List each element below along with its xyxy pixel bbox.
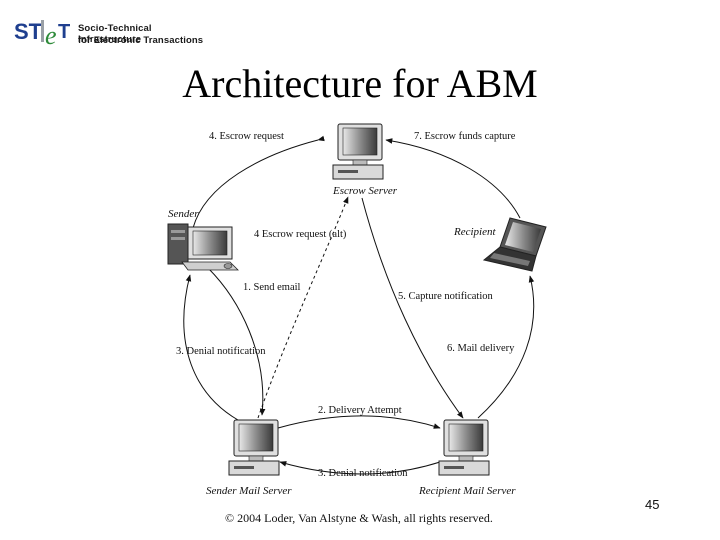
- escrow-server-icon: [332, 123, 384, 180]
- arrow-send-email: [207, 267, 266, 416]
- edge-label-send-email: 1. Send email: [243, 282, 301, 293]
- edge-label-escrow-request: 4. Escrow request: [209, 131, 284, 142]
- recipient-mail-server-label: Recipient Mail Server: [418, 485, 516, 497]
- edge-label-capture-notification: 5. Capture notification: [398, 291, 494, 302]
- stiet-logo: ST e T Socio-Technical Infrastructure fo…: [12, 14, 212, 50]
- logo-line-2: for Electronic Transactions: [78, 35, 204, 46]
- sender-mail-server-icon: [228, 419, 280, 476]
- edge-label-escrow-request-alt: 4 Escrow request (alt): [254, 229, 347, 240]
- arrow-denial-notification-left: [183, 274, 239, 421]
- page-title: Architecture for ABM: [182, 61, 538, 106]
- arrow-delivery-attempt: [277, 415, 441, 429]
- edge-label-escrow-funds-capture: 7. Escrow funds capture: [414, 131, 516, 142]
- arrow-mail-delivery: [477, 275, 535, 419]
- escrow-server-label: Escrow Server: [332, 185, 398, 197]
- edge-label-denial-notification-bottom: 3. Denial notification: [318, 468, 408, 479]
- sender-label: Sender: [168, 208, 199, 220]
- svg-text:T: T: [58, 21, 70, 43]
- copyright-footer: © 2004 Loder, Van Alstyne & Wash, all ri…: [225, 511, 493, 525]
- arrow-capture-notification: [361, 197, 464, 419]
- stiet-logo-mark: ST e T: [14, 19, 70, 50]
- arrow-denial-notification-bottom: [279, 461, 441, 475]
- sender-icon: [167, 223, 239, 271]
- sender-mail-server-label: Sender Mail Server: [206, 485, 292, 497]
- svg-text:ST: ST: [14, 19, 43, 44]
- page-number: 45: [645, 497, 660, 512]
- arrow-escrow-request: [192, 135, 325, 229]
- edge-label-delivery-attempt: 2. Delivery Attempt: [318, 405, 402, 416]
- svg-text:e: e: [45, 21, 57, 50]
- arrow-escrow-request-alt: [257, 196, 349, 419]
- edge-label-mail-delivery: 6. Mail delivery: [447, 343, 515, 354]
- arrow-escrow-funds-capture: [385, 138, 521, 219]
- edge-label-denial-notification-left: 3. Denial notification: [176, 346, 266, 357]
- recipient-laptop-icon: [482, 217, 547, 272]
- logo-line-1: Socio-Technical Infrastructure: [78, 23, 152, 45]
- recipient-mail-server-icon: [438, 419, 490, 476]
- recipient-label: Recipient: [453, 226, 496, 238]
